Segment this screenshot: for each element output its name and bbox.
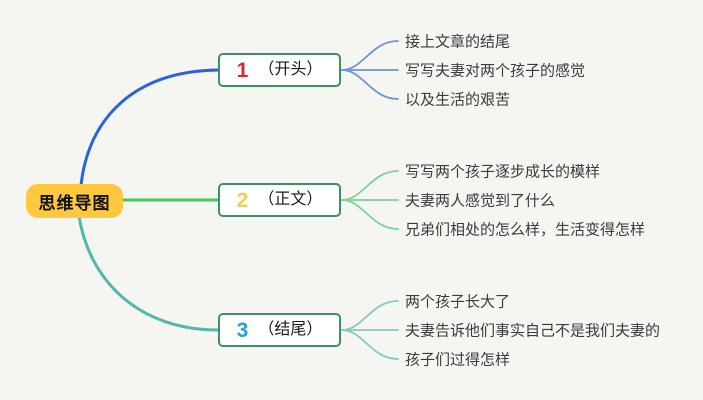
branch-node-3[interactable]: 3 （结尾） (218, 313, 341, 347)
root-node[interactable]: 思维导图 (26, 184, 123, 218)
link-root-to-branch-1 (79, 68, 220, 187)
leaf-node[interactable]: 写写两个孩子逐步成长的模样 (405, 163, 601, 181)
link-branch-2-child-1 (341, 170, 399, 201)
leaf-node[interactable]: 接上文章的结尾 (405, 33, 511, 51)
root-node-label: 思维导图 (38, 193, 111, 213)
leaf-node[interactable]: 孩子们过得怎样 (405, 351, 511, 369)
link-branch-1-child-1 (341, 40, 399, 71)
leaf-node[interactable]: 夫妻告诉他们事实自己不是我们夫妻的 (405, 322, 661, 340)
leaf-node[interactable]: 以及生活的艰苦 (405, 91, 511, 109)
branch-1-number: 1 (236, 58, 249, 82)
leaf-node[interactable]: 兄弟们相处的怎么样，生活变得怎样 (405, 221, 646, 239)
leaf-node[interactable]: 夫妻两人感觉到了什么 (405, 192, 556, 210)
branch-1-label: （开头） (258, 61, 323, 78)
branch-3-label: （结尾） (258, 321, 323, 338)
link-branch-1-child-3 (341, 69, 399, 100)
link-branch-3-child-3 (341, 329, 399, 360)
branch-node-2[interactable]: 2 （正文） (218, 183, 341, 217)
link-branch-3-child-1 (341, 300, 399, 331)
link-branch-2-child-3 (341, 199, 399, 230)
branch-2-number: 2 (236, 188, 249, 212)
branch-3-number: 3 (236, 318, 249, 342)
branch-node-1[interactable]: 1 （开头） (218, 53, 341, 87)
leaf-node[interactable]: 两个孩子长大了 (405, 293, 511, 311)
link-root-to-branch-3 (77, 214, 220, 332)
leaf-node[interactable]: 写写夫妻对两个孩子的感觉 (405, 62, 586, 80)
branch-2-label: （正文） (258, 191, 323, 208)
